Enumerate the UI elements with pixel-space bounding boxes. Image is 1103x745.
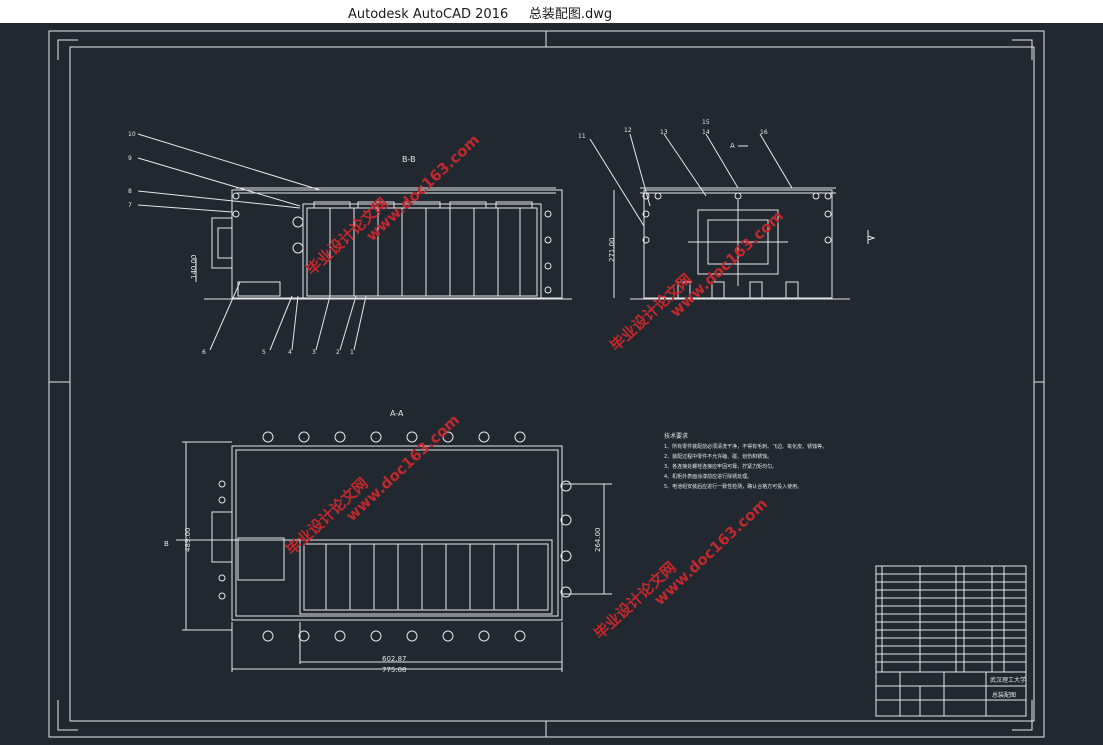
section-bb-view: B-B 140.00: [128, 131, 572, 356]
part-no-1: 1: [350, 349, 354, 356]
view-a-label: A: [730, 142, 735, 150]
part-no-9: 9: [128, 155, 132, 162]
part-no-7: 7: [128, 202, 132, 209]
section-aa-label: A-A: [390, 409, 404, 418]
svg-text:B: B: [164, 540, 169, 548]
cad-drawing: B-B 140.00: [48, 30, 1045, 738]
part-no-6: 6: [202, 349, 206, 356]
drawing-canvas[interactable]: B-B 140.00: [0, 23, 1103, 741]
watermark-url: www.doc163.com: [342, 411, 463, 525]
part-no-5: 5: [262, 349, 266, 356]
watermark-url: www.doc163.com: [650, 495, 771, 609]
window-title: Autodesk AutoCAD 2016 总装配图.dwg: [348, 7, 613, 22]
note-5: 5、电池组安装后应进行一致性检测，确认合格方可投入使用。: [664, 483, 802, 490]
notes-title: 技术要求: [664, 432, 688, 440]
part-no-15: 15: [702, 119, 710, 126]
title-block-drawing: 总装配图: [992, 691, 1016, 699]
note-3: 3、各连接处螺栓连接应牢固可靠，拧紧力矩均匀。: [664, 463, 777, 470]
drawing-border: [48, 30, 1045, 738]
part-no-11: 11: [578, 133, 586, 140]
note-2: 2、装配过程中零件不允许磕、碰、划伤和锈蚀。: [664, 453, 772, 460]
note-4: 4、机柜外表面涂漆前应进行除锈处理。: [664, 473, 752, 480]
note-1: 1、所有零件装配前必须清洗干净，不得有毛刺、飞边、氧化皮、锈蚀等。: [664, 443, 827, 450]
part-no-14: 14: [702, 129, 710, 136]
part-no-2: 2: [336, 349, 340, 356]
part-no-3: 3: [312, 349, 316, 356]
title-block: 武汉理工大学 总装配图: [875, 565, 1027, 717]
dim-aa-height-label: 489.00: [184, 528, 192, 553]
title-bar: Autodesk AutoCAD 2016 总装配图.dwg: [0, 0, 1103, 23]
part-no-8: 8: [128, 188, 132, 195]
dim-width-inner-label: 602.87: [382, 655, 407, 663]
section-bb-label: B-B: [402, 155, 416, 164]
watermark-url: www.doc163.com: [666, 207, 787, 321]
part-no-10: 10: [128, 131, 136, 138]
side-elevation-view: 271.00 11 12 13 14 15 16 A: [578, 119, 876, 300]
part-no-4: 4: [288, 349, 292, 356]
section-aa-view: A-A B 264.00 489.00 602.87 775.08: [164, 409, 612, 674]
dim-width-outer-label: 775.08: [382, 666, 407, 674]
part-no-16: 16: [760, 129, 768, 136]
technical-notes: 技术要求 1、所有零件装配前必须清洗干净，不得有毛刺、飞边、氧化皮、锈蚀等。 2…: [664, 432, 827, 490]
part-no-13: 13: [660, 129, 668, 136]
title-block-school: 武汉理工大学: [990, 676, 1026, 684]
dim-right-height-label: 271.00: [608, 238, 616, 263]
dim-height-label: 140.00: [190, 255, 198, 280]
dim-aa-right-label: 264.00: [594, 528, 602, 553]
part-no-12: 12: [624, 127, 632, 134]
